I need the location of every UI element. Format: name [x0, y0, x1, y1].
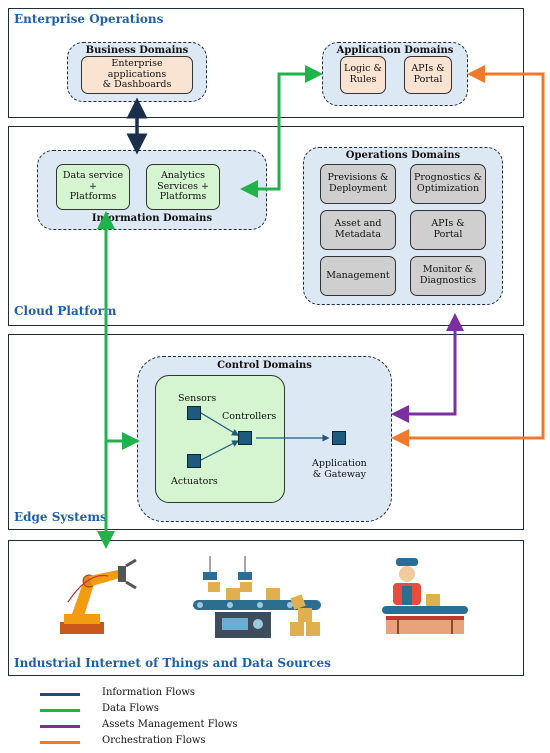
actuators-label: Actuators: [171, 476, 218, 487]
robot-arm-icon: [60, 558, 137, 634]
application-domains-title: Application Domains: [336, 45, 454, 56]
legend-label: Data Flows: [102, 703, 159, 714]
controller-node: [238, 431, 252, 445]
data-service-box: Data service + Platforms: [56, 164, 130, 210]
gateway-label: Application & Gateway: [312, 458, 367, 480]
legend-label: Information Flows: [102, 687, 196, 698]
business-domains-title: Business Domains: [85, 45, 189, 56]
edge-systems-title: Edge Systems: [14, 510, 107, 524]
actuator-node: [187, 454, 201, 468]
conveyor-boxes-icon: [193, 556, 321, 638]
analytics-services-box: Analytics Services + Platforms: [146, 164, 220, 210]
iiot-title: Industrial Internet of Things and Data S…: [14, 656, 331, 670]
control-inner-box: [155, 375, 285, 503]
legend-label: Assets Management Flows: [102, 719, 238, 730]
sensors-label: Sensors: [178, 393, 217, 404]
sensor-node: [187, 406, 201, 420]
gateway-node: [332, 431, 346, 445]
information-domains-title: Information Domains: [91, 213, 213, 224]
factory-worker-icon: [382, 558, 468, 634]
sensor-controller-link: [200, 412, 240, 436]
legend-swatch: [40, 725, 80, 728]
logic-rules-box: Logic & Rules: [340, 56, 386, 94]
legend-swatch: [40, 693, 80, 696]
actuator-controller-link: [200, 440, 240, 461]
orchestration-flow-line: [391, 65, 545, 447]
enterprise-apps-box: Enterprise applications & Dashboards: [81, 56, 193, 94]
asset-metadata-box: Asset and Metadata: [320, 210, 396, 250]
legend-swatch: [40, 741, 80, 744]
legend-swatch: [40, 709, 80, 712]
control-domains-title: Control Domains: [217, 360, 312, 371]
controllers-label: Controllers: [222, 411, 277, 422]
data-flow-app-line: [240, 65, 323, 198]
enterprise-operations-title: Enterprise Operations: [14, 12, 164, 26]
cloud-platform-title: Cloud Platform: [14, 304, 117, 318]
management-box: Management: [320, 256, 396, 296]
legend-label: Orchestration Flows: [102, 735, 206, 746]
assets-flow-line: [391, 313, 464, 423]
